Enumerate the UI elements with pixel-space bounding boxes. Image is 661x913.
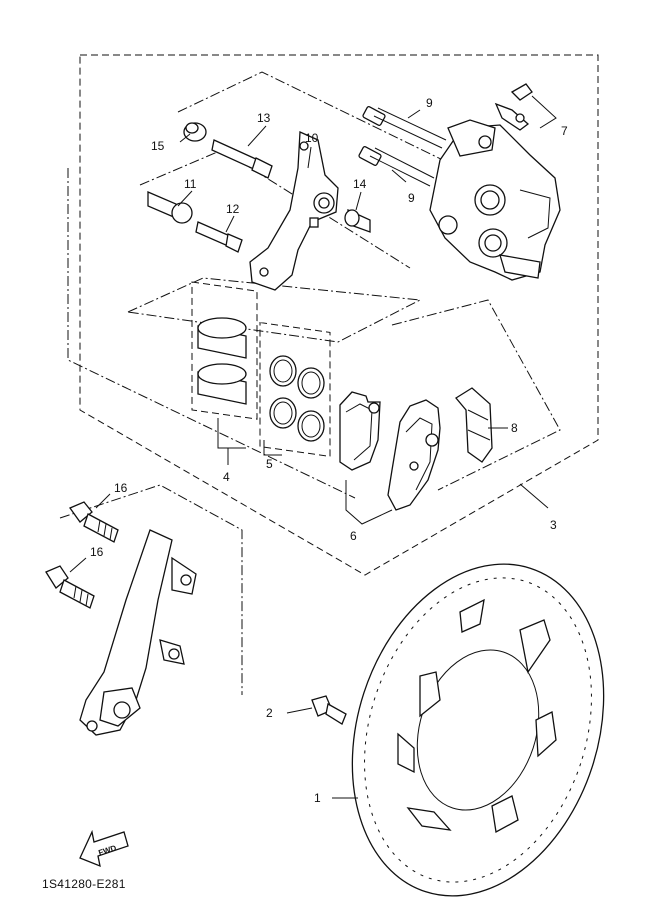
callout-5: 5 — [266, 457, 273, 471]
boot-11 — [147, 191, 193, 224]
callout-14: 14 — [353, 177, 367, 191]
callout-3: 3 — [550, 518, 557, 532]
slide-pin-13 — [211, 139, 273, 179]
caliper-bolt-upper — [362, 106, 447, 149]
callout-12: 12 — [226, 202, 240, 216]
pad-group-frame — [127, 277, 422, 343]
seal-box — [259, 321, 331, 457]
bleed-screw-7 — [494, 83, 533, 131]
brake-pad-inner — [339, 391, 381, 471]
callout-8: 8 — [511, 421, 518, 435]
callout-11: 11 — [184, 177, 197, 191]
bracket-group-frame — [67, 168, 356, 499]
pin-group-frame-mid — [139, 149, 411, 269]
pin-group-frame-top — [177, 71, 489, 183]
callout-1: 1 — [314, 791, 321, 805]
pad-spring — [455, 387, 493, 463]
disc-bolt — [311, 695, 347, 725]
diagram-code: 1S41280-E281 — [42, 877, 126, 891]
brake-disc — [351, 563, 605, 897]
sleeve-14 — [344, 208, 371, 233]
caliper-body — [429, 119, 561, 281]
callout-16-upper: 16 — [114, 481, 128, 495]
slide-pin-12 — [195, 221, 243, 253]
fork-frame — [59, 484, 243, 695]
callout-15: 15 — [151, 139, 165, 153]
callout-2: 2 — [266, 706, 273, 720]
callout-13: 13 — [257, 111, 271, 125]
brake-pad-outer — [387, 399, 441, 511]
callout-9-lower: 9 — [408, 191, 415, 205]
fwd-arrow-icon: FWD — [79, 829, 129, 868]
piston-box — [191, 281, 258, 420]
caliper-pistons — [197, 317, 247, 405]
callout-16-lower: 16 — [90, 545, 104, 559]
callout-10: 10 — [305, 131, 319, 145]
caliper-bolt-lower — [358, 146, 435, 187]
fork-bolt-lower — [45, 565, 95, 609]
piston-seals — [269, 355, 325, 442]
front-fork-leg — [79, 529, 197, 736]
caliper-assembly-boundary — [79, 54, 599, 576]
fork-bolt-upper — [69, 501, 119, 543]
callout-7: 7 — [561, 124, 568, 138]
pad-spring-frame — [391, 299, 561, 491]
callout-6: 6 — [350, 529, 357, 543]
callout-4: 4 — [223, 470, 230, 484]
callout-9-upper: 9 — [426, 96, 433, 110]
rubber-boot-15 — [183, 122, 207, 142]
caliper-bracket — [249, 131, 339, 291]
